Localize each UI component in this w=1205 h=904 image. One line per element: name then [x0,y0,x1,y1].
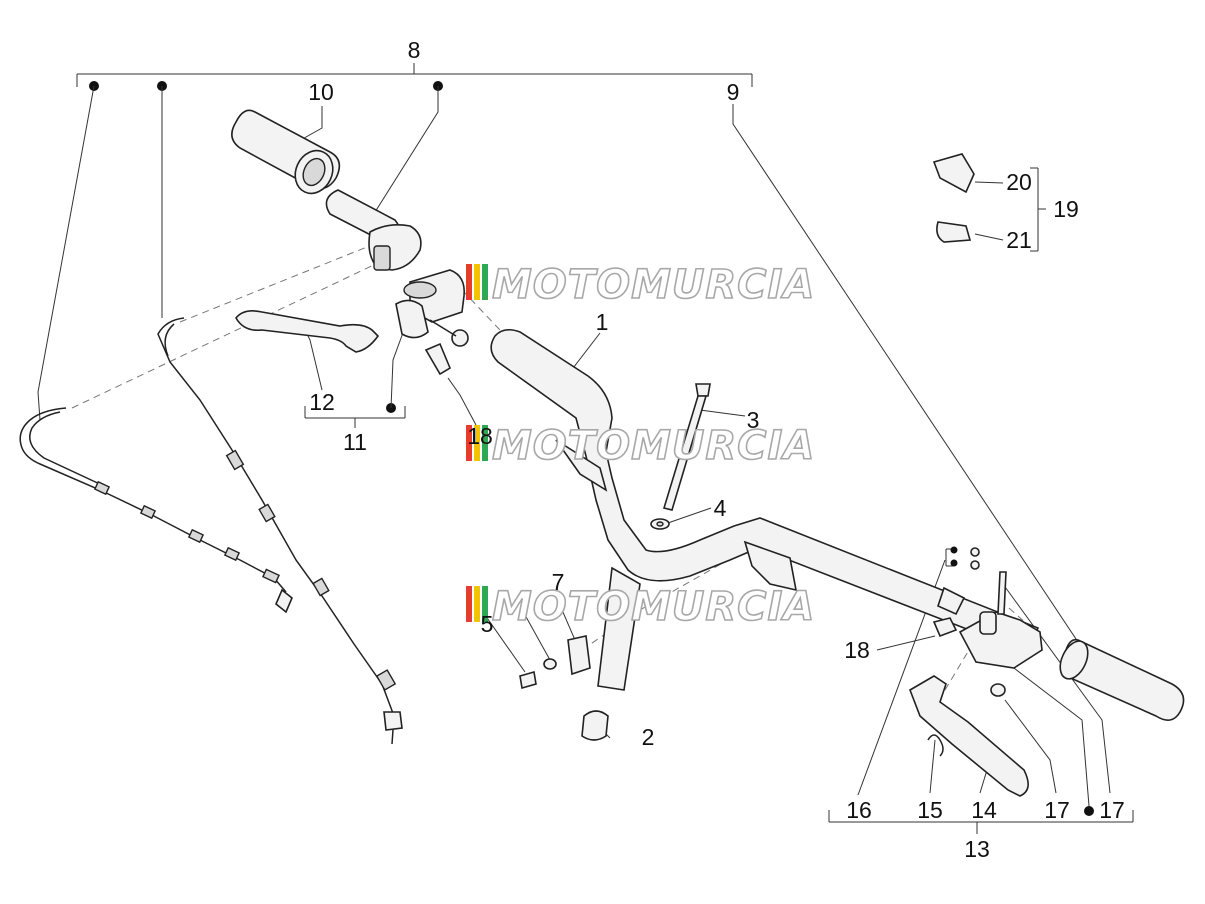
label-4: 4 [714,495,727,521]
grip-right-part [1059,638,1185,721]
throttle-cable-part [157,317,403,745]
label-21: 21 [1006,227,1032,253]
label-1: 1 [596,309,609,335]
screw-part [519,635,591,690]
label-9: 9 [727,79,740,105]
brake-switch-left-part [424,342,452,376]
cap-part [936,221,972,243]
bracket-13 [828,810,1134,834]
weight-part [932,153,975,194]
callout-labels: 8 9 10 1 3 4 7 5 2 12 11 18 20 19 21 18 … [308,37,1125,862]
label-2: 2 [642,724,655,750]
bolt-part [662,383,711,511]
label-17-a: 17 [1044,797,1070,823]
label-14: 14 [971,797,997,823]
label-18-right: 18 [844,637,870,663]
watermark-text: MOTOMURCIA [492,262,815,308]
grip-left-part [231,109,341,195]
bracket-11 [304,406,406,428]
bracket-19 [1030,167,1046,252]
label-17-b: 17 [1099,797,1125,823]
sleeve-part [581,710,609,741]
watermark-text: MOTOMURCIA [492,584,815,630]
watermark-text: MOTOMURCIA [492,423,815,469]
throttle-grip-part [325,189,422,271]
bullet-dots [89,81,1094,816]
label-10: 10 [308,79,334,105]
watermark-1: MOTOMURCIA [466,261,815,309]
label-5: 5 [481,611,494,637]
label-8: 8 [408,37,421,63]
brake-lever-left-part [235,310,380,353]
label-19: 19 [1053,196,1079,222]
label-3: 3 [747,407,760,433]
watermark-3: MOTOMURCIA [466,583,815,631]
washer-part [650,518,670,530]
label-11: 11 [343,429,367,455]
brake-cable-left-part [19,407,293,614]
watermark-2: MOTOMURCIA [466,422,815,470]
label-7: 7 [552,569,565,595]
master-cylinder-part [395,269,469,347]
label-20: 20 [1006,169,1032,195]
bracket-8 [76,63,753,87]
label-13: 13 [964,836,990,862]
label-15: 15 [917,797,943,823]
label-18-top: 18 [467,423,493,449]
label-16: 16 [846,797,872,823]
label-12: 12 [309,389,335,415]
spring-part [927,734,944,757]
brake-lever-right-part [909,547,1043,797]
